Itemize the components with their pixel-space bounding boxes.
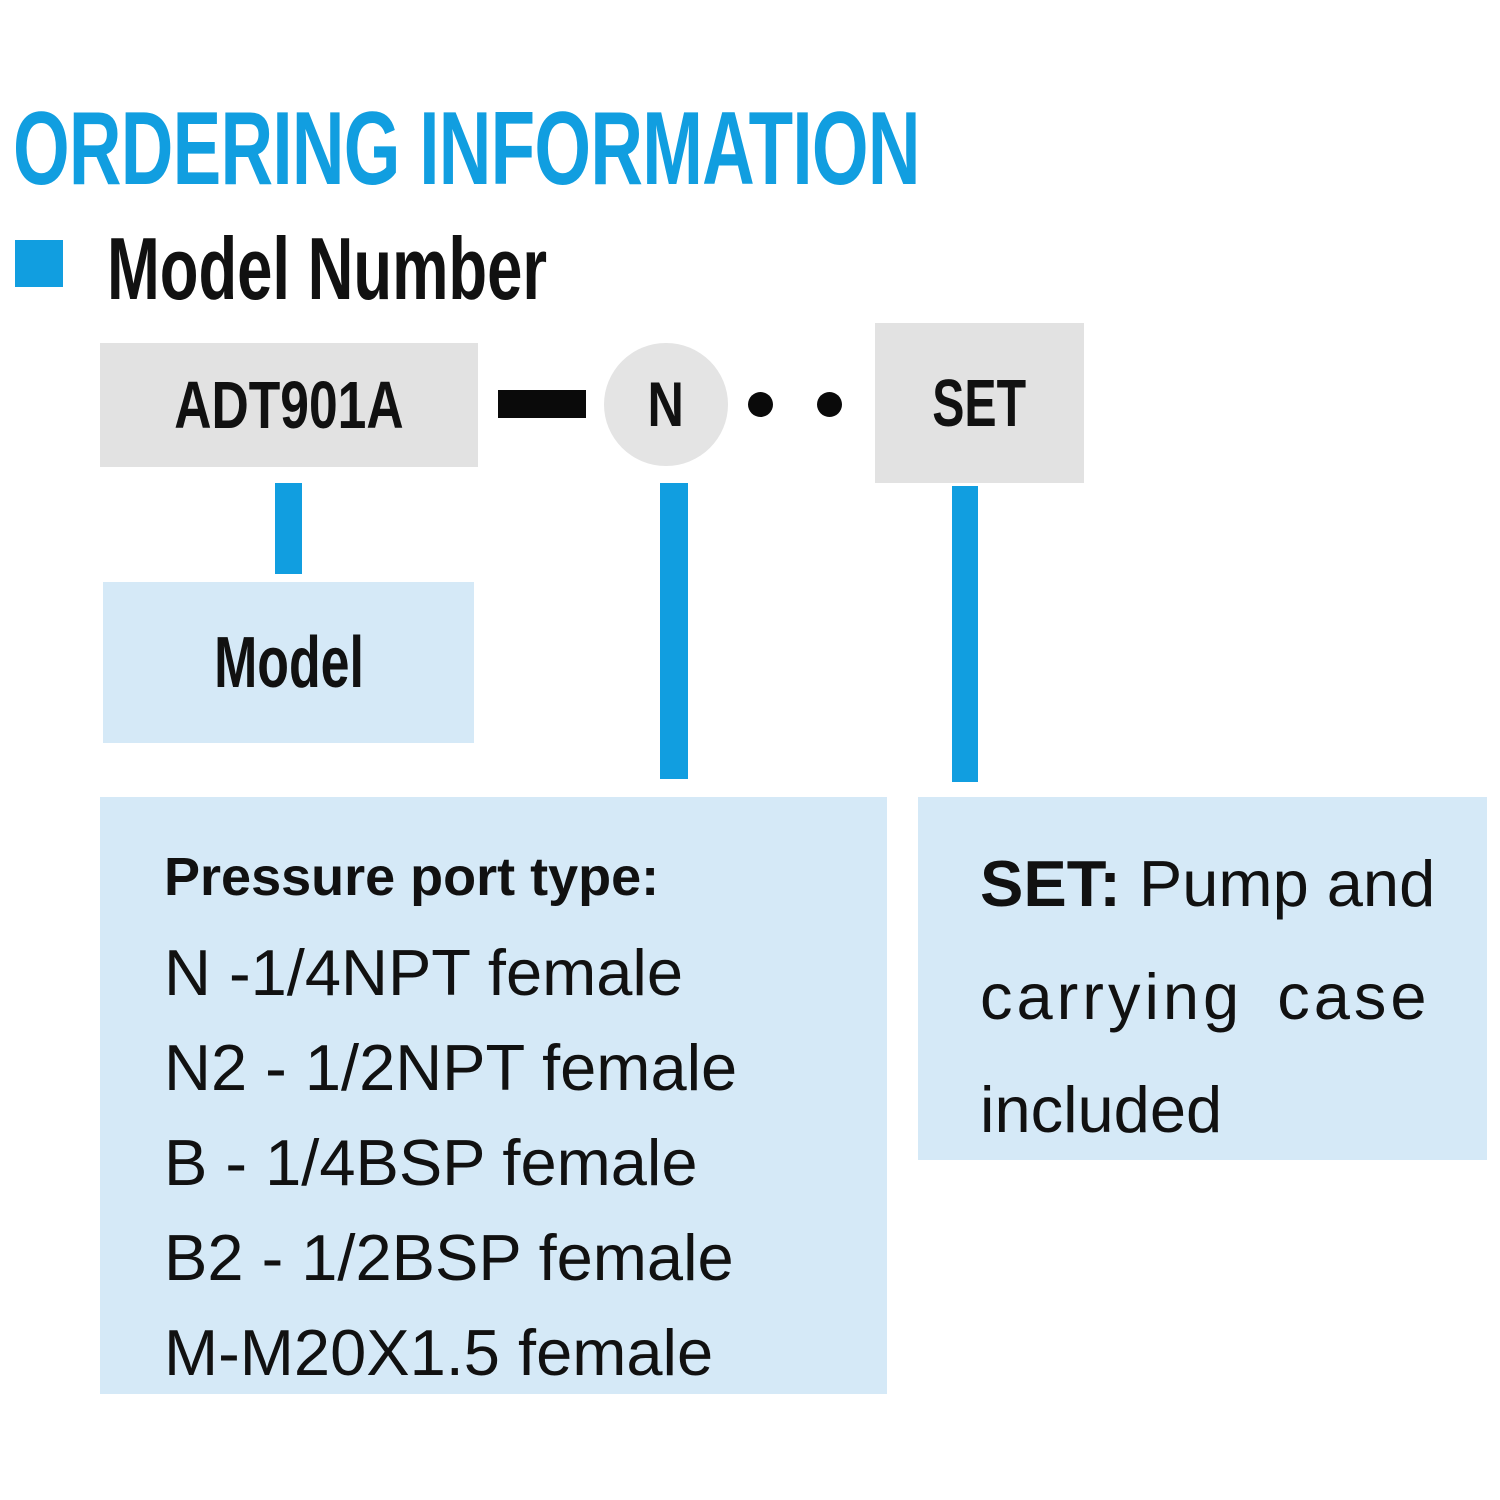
set-description-line1-rest: Pump and [1120, 847, 1436, 920]
section-bullet-icon [15, 240, 63, 287]
pressure-port-option: B2 - 1/2BSP female [164, 1221, 734, 1294]
pressure-port-callout-panel: Pressure port type: N -1/4NPT female N2 … [100, 797, 887, 1394]
connector-line-model [275, 483, 302, 574]
dash-separator-icon [498, 390, 586, 418]
set-code-segment-label: SET [932, 365, 1027, 441]
set-description-line: SET: Pump and [980, 827, 1463, 940]
pressure-port-option: N2 - 1/2NPT female [164, 1031, 738, 1104]
connector-line-set [952, 486, 978, 782]
port-code-segment: N [604, 343, 728, 466]
set-description-bold-prefix: SET: [980, 847, 1121, 920]
section-heading: Model Number [107, 219, 548, 318]
set-code-segment: SET [875, 323, 1084, 483]
set-description-line: carrying case [980, 960, 1431, 1033]
set-callout-panel: SET: Pump and carrying case included [918, 797, 1487, 1160]
connector-line-port [660, 483, 688, 779]
set-description-line: included [980, 1073, 1223, 1146]
page-title: ORDERING INFORMATION [13, 91, 920, 207]
pressure-port-heading: Pressure port type: [164, 847, 660, 907]
pressure-port-option: N -1/4NPT female [164, 936, 683, 1009]
dot-separator-icon [817, 392, 842, 417]
model-code-segment: ADT901A [100, 343, 478, 467]
pressure-port-option: M-M20X1.5 female [164, 1316, 714, 1389]
model-callout-panel: Model [103, 582, 474, 743]
model-code-segment-label: ADT901A [174, 367, 404, 443]
model-callout-label: Model [213, 622, 364, 703]
pressure-port-option: B - 1/4BSP female [164, 1126, 698, 1199]
port-code-segment-label: N [647, 369, 685, 440]
dot-separator-icon [748, 392, 773, 417]
